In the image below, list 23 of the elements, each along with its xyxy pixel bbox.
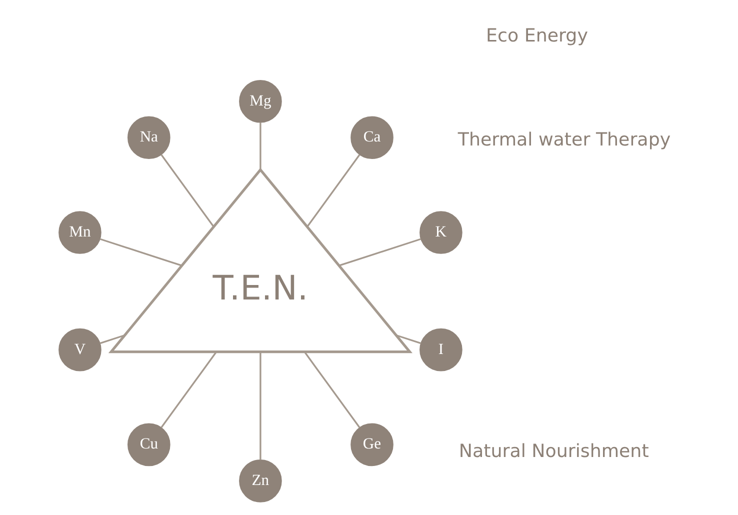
node-circle: V bbox=[58, 328, 101, 372]
node-circle: K bbox=[419, 211, 462, 254]
connector bbox=[395, 334, 421, 344]
node-circle: Ca bbox=[350, 116, 393, 160]
connector bbox=[99, 238, 182, 266]
connector bbox=[160, 352, 216, 428]
connector bbox=[304, 352, 360, 428]
node-circle: I bbox=[419, 328, 462, 372]
node-circle: Mg bbox=[238, 80, 282, 123]
node-circle: Ge bbox=[350, 423, 393, 466]
label: Thermal water Therapy bbox=[457, 129, 670, 150]
connector bbox=[160, 154, 214, 228]
connector bbox=[338, 238, 421, 266]
label: Natural Nourishment bbox=[458, 440, 648, 462]
node-circle: Na bbox=[126, 116, 170, 160]
node-circle: Zn bbox=[238, 460, 282, 502]
connector bbox=[259, 352, 261, 460]
label: Eco Energy bbox=[486, 25, 588, 46]
connector bbox=[259, 122, 261, 170]
connector bbox=[306, 154, 360, 228]
connector bbox=[99, 334, 124, 344]
node-circle: Mn bbox=[58, 211, 101, 254]
node-circle: Cu bbox=[126, 423, 170, 466]
